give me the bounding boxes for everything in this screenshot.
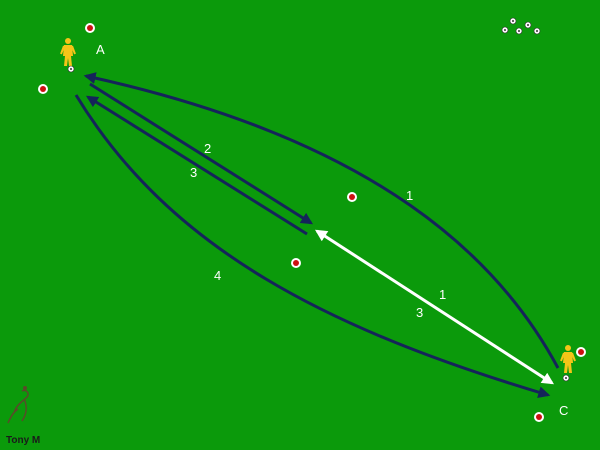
- player-a-ball: [67, 65, 75, 73]
- arrow-pass-white-label-1: 1: [439, 287, 446, 302]
- cone-marker: [576, 347, 586, 357]
- arrow-pass-white-label-3: 3: [416, 305, 423, 320]
- brand-text: Tony M: [6, 435, 40, 446]
- cone-marker: [38, 84, 48, 94]
- arrow-pass-white: [314, 229, 555, 385]
- cone-marker: [85, 23, 95, 33]
- arrow-pass-3-label: 3: [190, 165, 197, 180]
- player-a-label: A: [96, 42, 105, 57]
- cone-marker: [347, 192, 357, 202]
- arrow-pass-2-label: 2: [204, 141, 211, 156]
- arrow-run-4-label: 4: [214, 268, 221, 283]
- player-c-label: C: [559, 403, 568, 418]
- brand-logo-icon: [7, 386, 29, 424]
- arrow-pass-2: [89, 82, 314, 225]
- cone-marker: [291, 258, 301, 268]
- arrow-pass-3: [85, 95, 308, 236]
- player-c-ball: [562, 374, 570, 382]
- cone-marker: [534, 412, 544, 422]
- arrow-run-1-label: 1: [406, 188, 413, 203]
